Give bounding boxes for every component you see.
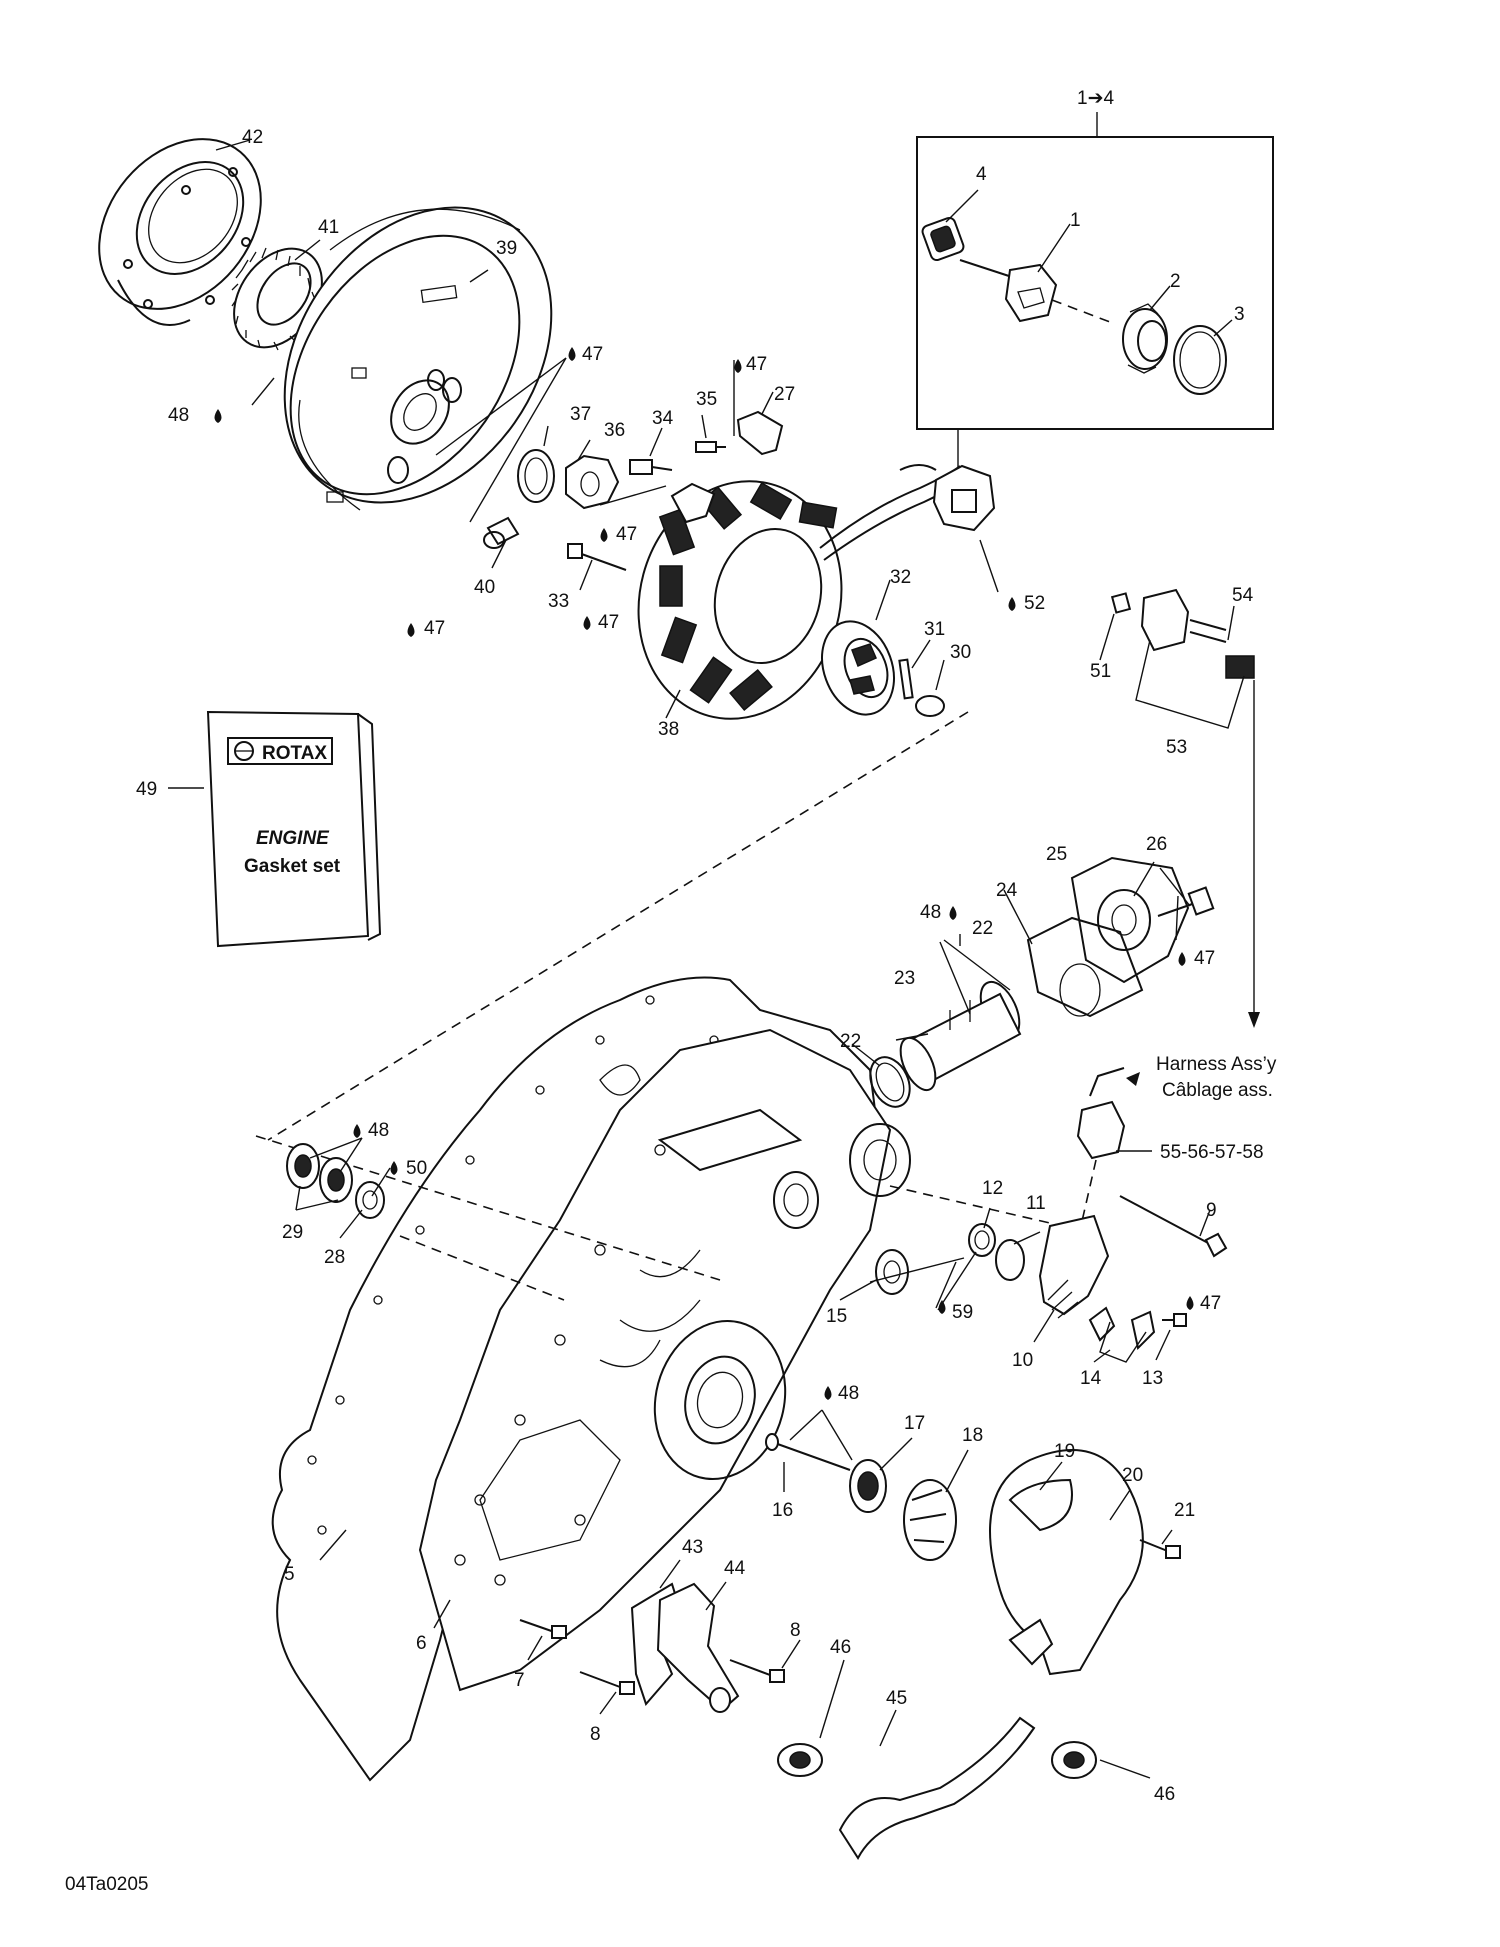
callout: 47 bbox=[1194, 948, 1215, 969]
gasket-outline bbox=[271, 976, 882, 1782]
oil-drop-icon bbox=[407, 623, 415, 637]
oil-drop-icon bbox=[949, 906, 957, 920]
callout: 39 bbox=[496, 238, 517, 259]
oil-drop-icon bbox=[938, 1300, 946, 1314]
callout: 50 bbox=[406, 1158, 427, 1179]
callout: 20 bbox=[1122, 1465, 1143, 1486]
assembly-dashed-line bbox=[267, 711, 969, 1141]
callout: 21 bbox=[1174, 1500, 1195, 1521]
callout: 43 bbox=[682, 1537, 703, 1558]
group-box bbox=[916, 136, 1274, 430]
callout: 7 bbox=[514, 1670, 525, 1691]
callout: 22 bbox=[972, 918, 993, 939]
callout: 47 bbox=[616, 524, 637, 545]
callout: 28 bbox=[324, 1247, 345, 1268]
callout: 53 bbox=[1166, 737, 1187, 758]
callout: 45 bbox=[886, 1688, 907, 1709]
callout: 6 bbox=[416, 1633, 427, 1654]
callout: 24 bbox=[996, 880, 1018, 901]
callout: 36 bbox=[604, 420, 625, 441]
callout: 11 bbox=[1026, 1193, 1046, 1214]
callout: 44 bbox=[724, 1558, 746, 1579]
callout: 33 bbox=[548, 591, 569, 612]
callout: 8 bbox=[790, 1620, 801, 1641]
callout: 49 bbox=[136, 779, 157, 800]
oil-drop-icon bbox=[1008, 597, 1016, 611]
callout: 27 bbox=[774, 384, 795, 405]
callout: 47 bbox=[582, 344, 603, 365]
callout: 35 bbox=[696, 389, 717, 410]
callout: 26 bbox=[1146, 834, 1167, 855]
callout: 4 bbox=[976, 164, 987, 185]
callout-labels: 42 41 39 48 47 37 36 34 35 47 27 4 1 2 3… bbox=[136, 127, 1254, 1805]
connector-parts-label: 55-56-57-58 bbox=[1160, 1142, 1264, 1163]
callout: 47 bbox=[598, 612, 619, 633]
callout: 59 bbox=[952, 1302, 973, 1323]
callout: 15 bbox=[826, 1306, 847, 1327]
oil-drop-icon bbox=[734, 359, 742, 373]
oil-drop-icon bbox=[1178, 952, 1186, 966]
callout: 9 bbox=[1206, 1200, 1217, 1221]
callout: 40 bbox=[474, 577, 495, 598]
callout: 46 bbox=[1154, 1784, 1175, 1805]
callout: 41 bbox=[318, 217, 339, 238]
callout: 23 bbox=[894, 968, 915, 989]
callout: 30 bbox=[950, 642, 971, 663]
callout: 14 bbox=[1080, 1368, 1102, 1389]
callout: 13 bbox=[1142, 1368, 1163, 1389]
oil-drop-icon bbox=[390, 1161, 398, 1175]
callout: 51 bbox=[1090, 661, 1111, 682]
callout: 48 bbox=[920, 902, 941, 923]
callout: 25 bbox=[1046, 844, 1067, 865]
callout: 1 bbox=[1070, 210, 1081, 231]
callout: 48 bbox=[838, 1383, 859, 1404]
callout: 46 bbox=[830, 1637, 851, 1658]
callout: 32 bbox=[890, 567, 911, 588]
callout: 17 bbox=[904, 1413, 925, 1434]
callout: 2 bbox=[1170, 271, 1181, 292]
callout: 34 bbox=[652, 408, 674, 429]
callout: 37 bbox=[570, 404, 591, 425]
harness-label-en: Harness Ass’y bbox=[1156, 1054, 1277, 1075]
harness-label-fr: Câblage ass. bbox=[1162, 1080, 1273, 1101]
oil-drop-icon bbox=[583, 616, 591, 630]
callout: 10 bbox=[1012, 1350, 1033, 1371]
booklet-brand: ROTAX bbox=[262, 743, 327, 764]
oil-drop-icon bbox=[568, 347, 576, 361]
callout: 12 bbox=[982, 1178, 1003, 1199]
figure-code: 04Ta0205 bbox=[65, 1874, 148, 1895]
oil-drop-icon bbox=[600, 528, 608, 542]
oil-drop-icon bbox=[1186, 1296, 1194, 1310]
callout: 29 bbox=[282, 1222, 303, 1243]
callout: 5 bbox=[284, 1564, 295, 1585]
callout: 52 bbox=[1024, 593, 1045, 614]
callout: 19 bbox=[1054, 1441, 1075, 1462]
callout: 31 bbox=[924, 619, 945, 640]
callout: 48 bbox=[368, 1120, 389, 1141]
oil-drop-icon bbox=[214, 409, 222, 423]
callout: 16 bbox=[772, 1500, 793, 1521]
callout: 54 bbox=[1232, 585, 1254, 606]
callout: 22 bbox=[840, 1031, 861, 1052]
booklet-line1: ENGINE bbox=[256, 828, 330, 849]
oil-drop-icons bbox=[214, 347, 1194, 1400]
callout: 38 bbox=[658, 719, 679, 740]
callout: 47 bbox=[746, 354, 767, 375]
group-label: 1➔4 bbox=[1077, 88, 1114, 109]
booklet-line2: Gasket set bbox=[244, 856, 341, 877]
callout: 48 bbox=[168, 405, 189, 426]
magneto-cover bbox=[418, 1028, 892, 1692]
callout: 8 bbox=[590, 1724, 601, 1745]
gasket-set-booklet bbox=[206, 710, 382, 948]
oil-drop-icon bbox=[353, 1124, 361, 1138]
callout: 18 bbox=[962, 1425, 983, 1446]
callout: 42 bbox=[242, 127, 263, 148]
oil-drop-icon bbox=[824, 1386, 832, 1400]
callout: 47 bbox=[1200, 1293, 1221, 1314]
callout: 3 bbox=[1234, 304, 1245, 325]
callout: 47 bbox=[424, 618, 445, 639]
